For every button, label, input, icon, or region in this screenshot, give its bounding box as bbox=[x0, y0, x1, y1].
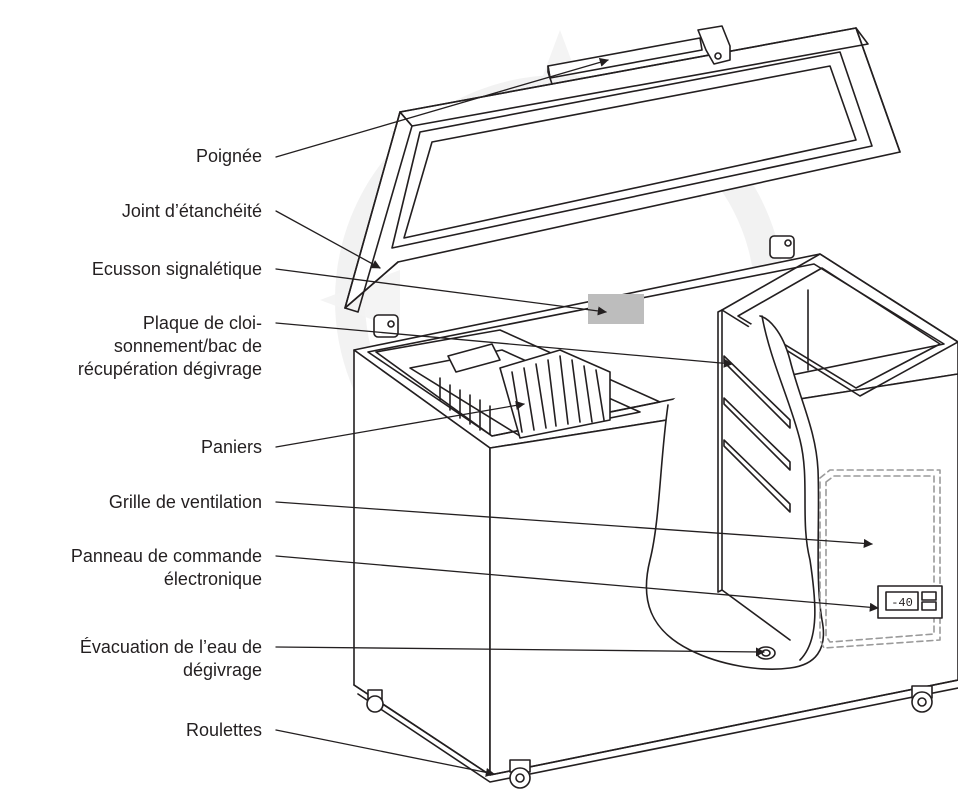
ventilation-grille bbox=[819, 469, 941, 649]
label-evacuation: Évacuation de l’eau de dégivrage bbox=[79, 637, 262, 680]
inner-compartment bbox=[375, 253, 958, 437]
drain-outlet bbox=[756, 646, 776, 660]
label-roulettes: Roulettes bbox=[185, 720, 262, 740]
castors bbox=[366, 685, 933, 789]
label-panneau: Panneau de commande électronique bbox=[70, 546, 262, 589]
label-grille: Grille de ventilation bbox=[108, 492, 262, 512]
basket bbox=[447, 343, 611, 439]
leader-evacuation bbox=[275, 646, 765, 657]
leader-ecusson bbox=[275, 268, 607, 316]
leader-poignee bbox=[275, 57, 609, 158]
leader-joint bbox=[275, 210, 381, 269]
leader-plaque bbox=[275, 322, 733, 368]
label-joint: Joint d’étanchéité bbox=[121, 201, 262, 221]
lid-handle bbox=[547, 25, 731, 85]
label-paniers: Paniers bbox=[200, 437, 262, 457]
label-plaque: Plaque de cloi- sonnement/bac de récupér… bbox=[77, 313, 262, 379]
control-panel-readout: -40 bbox=[891, 596, 913, 610]
leader-grille bbox=[275, 501, 873, 548]
freezer-lid bbox=[344, 27, 901, 313]
leader-paniers bbox=[275, 400, 525, 448]
control-panel: -40 bbox=[877, 585, 943, 619]
nameplate bbox=[588, 294, 644, 324]
freezer-body bbox=[353, 253, 958, 783]
label-poignee: Poignée bbox=[195, 146, 262, 166]
leader-roulettes bbox=[275, 729, 495, 777]
leader-lines bbox=[275, 57, 879, 777]
leader-panneau bbox=[275, 555, 879, 612]
lid-hinges bbox=[373, 235, 795, 338]
label-ecusson: Ecusson signalétique bbox=[91, 259, 262, 279]
